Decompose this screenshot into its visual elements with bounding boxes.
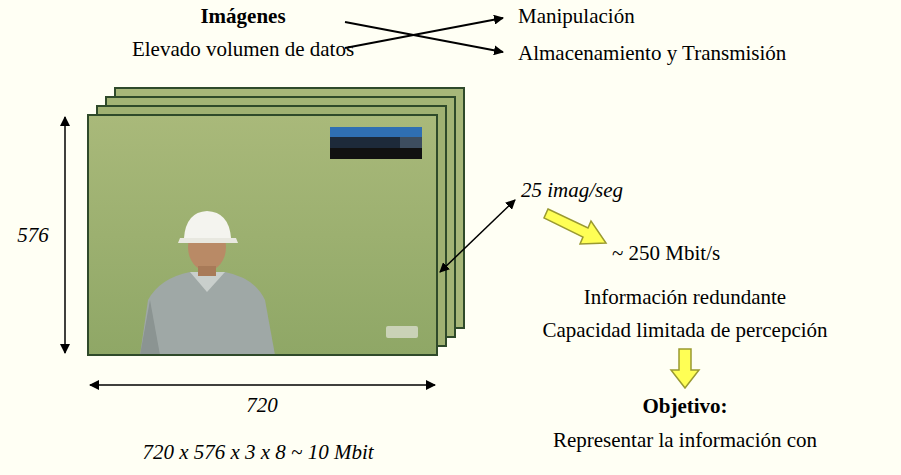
leader-arrow (440, 200, 515, 272)
objective-heading: Objetivo: (642, 394, 727, 419)
cross-arrow (345, 18, 503, 48)
subheading: Elevado volumen de datos (132, 37, 354, 62)
objective-text: Representar la información con (553, 428, 817, 453)
video-frame (88, 115, 437, 355)
bitrate-label: ~ 250 Mbit/s (612, 241, 720, 266)
target-label: Manipulación (518, 4, 635, 29)
formula: 720 x 576 x 3 x 8 ~ 10 Mbit (142, 440, 373, 465)
dimension-arrow (64, 117, 66, 353)
target-label: Almacenamiento y Transmisión (518, 41, 786, 66)
block-arrow (671, 349, 699, 388)
block-arrow (544, 209, 606, 244)
note: Información redundante (584, 285, 786, 310)
note: Capacidad limitada de percepción (542, 318, 827, 343)
dimension-arrow (90, 384, 435, 386)
heading: Imágenes (200, 4, 285, 29)
rate-label: 25 imag/seg (521, 178, 623, 203)
photo (88, 115, 437, 355)
dimension-label: 720 (246, 393, 278, 418)
dimension-label: 576 (17, 223, 49, 248)
cross-arrow (345, 22, 503, 52)
